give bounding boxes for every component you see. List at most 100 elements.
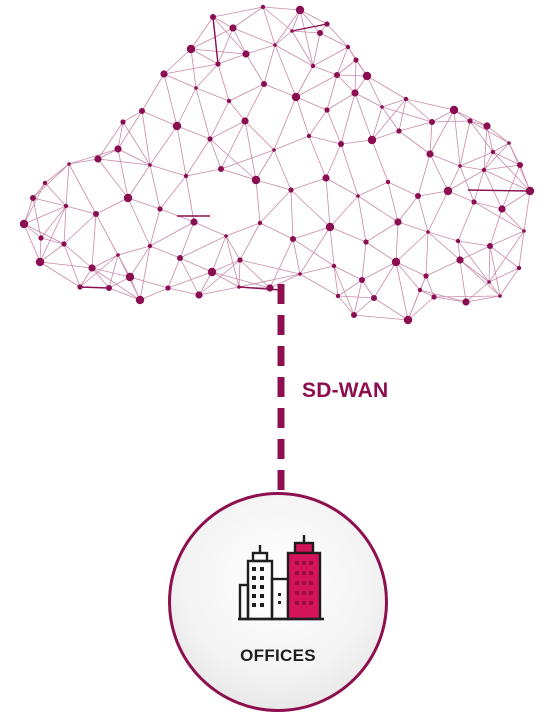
mesh-node	[61, 241, 67, 247]
mesh-line	[244, 120, 257, 181]
mesh-line	[190, 48, 247, 55]
mesh-line	[68, 163, 97, 215]
mesh-node	[148, 163, 152, 167]
mesh-node	[288, 187, 294, 193]
mesh-node	[471, 199, 477, 205]
mesh-line	[63, 243, 93, 269]
mesh-line	[492, 142, 510, 153]
mesh-line	[129, 245, 151, 278]
mesh-line	[473, 201, 503, 210]
mesh-node	[415, 193, 421, 199]
mesh-line	[290, 177, 327, 191]
mesh-line	[326, 92, 356, 111]
mesh-node	[157, 206, 163, 212]
mesh-line	[117, 148, 129, 199]
mesh-line	[405, 98, 433, 123]
mesh-line	[459, 245, 491, 261]
mesh-node	[194, 86, 198, 90]
mesh-line	[190, 16, 214, 50]
mesh-node	[345, 44, 351, 50]
mesh-line	[353, 297, 375, 316]
mesh-node	[120, 119, 126, 125]
mesh-line	[333, 265, 363, 281]
mesh-node	[190, 218, 198, 226]
mesh-line	[225, 222, 261, 237]
mesh-node	[226, 98, 232, 104]
mesh-node	[229, 24, 237, 32]
mesh-line	[357, 195, 399, 223]
mesh-line	[117, 110, 143, 150]
mesh-node	[241, 117, 249, 125]
mesh-line	[395, 261, 409, 321]
mesh-node	[306, 133, 312, 139]
mesh-line	[255, 149, 275, 181]
mesh-node	[394, 218, 402, 226]
mesh-line	[447, 190, 475, 203]
mesh-line	[417, 153, 431, 197]
mesh-node	[207, 136, 213, 142]
mesh-line	[149, 245, 181, 259]
mesh-node	[251, 175, 261, 185]
mesh-line	[209, 138, 257, 181]
mesh-line	[190, 48, 219, 65]
mesh-line	[209, 138, 222, 170]
mesh-line	[220, 168, 257, 181]
mesh-line	[489, 245, 520, 269]
mesh-line	[269, 273, 301, 289]
mesh-line	[295, 74, 338, 98]
mesh-line	[141, 110, 178, 127]
mesh-line	[299, 265, 335, 275]
mesh-line	[217, 27, 234, 65]
mesh-line	[333, 265, 355, 316]
mesh-node	[147, 243, 153, 249]
offices-node[interactable]: OFFICES	[168, 492, 388, 712]
mesh-line	[340, 92, 356, 145]
mesh-line	[211, 235, 227, 273]
mesh-line	[299, 9, 328, 25]
right-tower-icon	[286, 535, 322, 621]
mesh-line	[357, 181, 389, 197]
mesh-line	[262, 6, 293, 32]
mesh-line	[312, 46, 349, 67]
mesh-node	[362, 71, 372, 81]
mesh-line	[159, 175, 187, 210]
mesh-line	[459, 165, 475, 203]
mesh-line	[163, 73, 178, 127]
mesh-line	[198, 271, 213, 296]
mesh-line	[425, 231, 429, 277]
mesh-node	[290, 236, 296, 242]
mesh-line	[398, 98, 407, 132]
mesh-line	[337, 295, 375, 299]
mesh-line	[329, 195, 359, 228]
mesh-accent-line	[291, 23, 328, 32]
mesh-line	[176, 125, 211, 140]
mesh-line	[259, 189, 292, 224]
mesh-line	[483, 164, 521, 171]
mesh-node	[525, 186, 535, 196]
mesh-line	[518, 230, 525, 269]
mesh-node	[260, 4, 266, 10]
mesh-line	[263, 83, 297, 98]
mesh-line	[398, 121, 433, 132]
mesh-line	[371, 98, 407, 141]
mesh-line	[483, 169, 531, 192]
mesh-line	[255, 179, 292, 191]
mesh-line	[68, 158, 99, 165]
mesh-line	[274, 30, 293, 46]
mesh-line	[91, 267, 110, 289]
mesh-line	[447, 169, 485, 192]
mesh-node	[423, 273, 429, 279]
mesh-line	[65, 205, 97, 215]
mesh-line	[333, 265, 339, 297]
left-tower-windows-icon	[252, 567, 264, 607]
mesh-node	[290, 29, 294, 33]
mesh-line	[373, 261, 397, 299]
mesh-line	[32, 182, 46, 199]
mesh-line	[245, 44, 276, 55]
mesh-line	[371, 139, 389, 183]
mesh-line	[459, 259, 490, 283]
mesh-line	[195, 87, 230, 102]
mesh-line	[225, 235, 241, 261]
mesh-line	[91, 267, 131, 278]
mesh-line	[269, 238, 294, 289]
